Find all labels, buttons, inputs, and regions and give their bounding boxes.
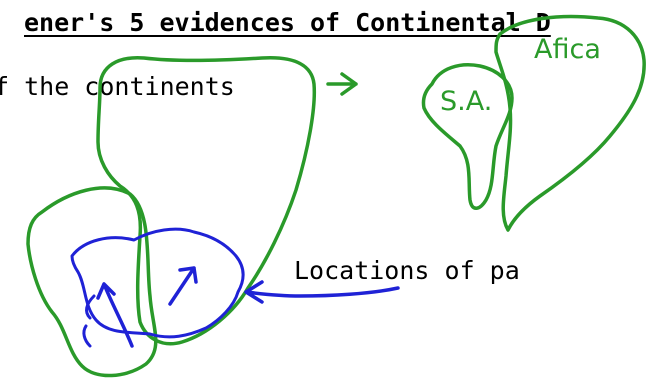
blue-region-outline <box>70 227 245 339</box>
blue-region-edge-left <box>82 294 96 348</box>
blue-arrow-up-left <box>96 282 134 348</box>
label-south-america: S.A. <box>440 86 492 117</box>
blue-arrow-up-right <box>168 266 198 306</box>
label-africa: Afica <box>534 34 601 65</box>
evidence-line-fit-of-continents: f the continents <box>0 72 235 101</box>
africa-sketch <box>494 14 646 232</box>
blue-pointer-arrow <box>244 280 400 304</box>
evidence-line-locations: Locations of pa <box>294 256 520 285</box>
green-arrow-right <box>326 72 358 96</box>
page-title: ener's 5 evidences of Continental D <box>24 8 551 37</box>
green-continent-outline-small <box>26 186 158 378</box>
south-america-sketch <box>421 63 514 210</box>
